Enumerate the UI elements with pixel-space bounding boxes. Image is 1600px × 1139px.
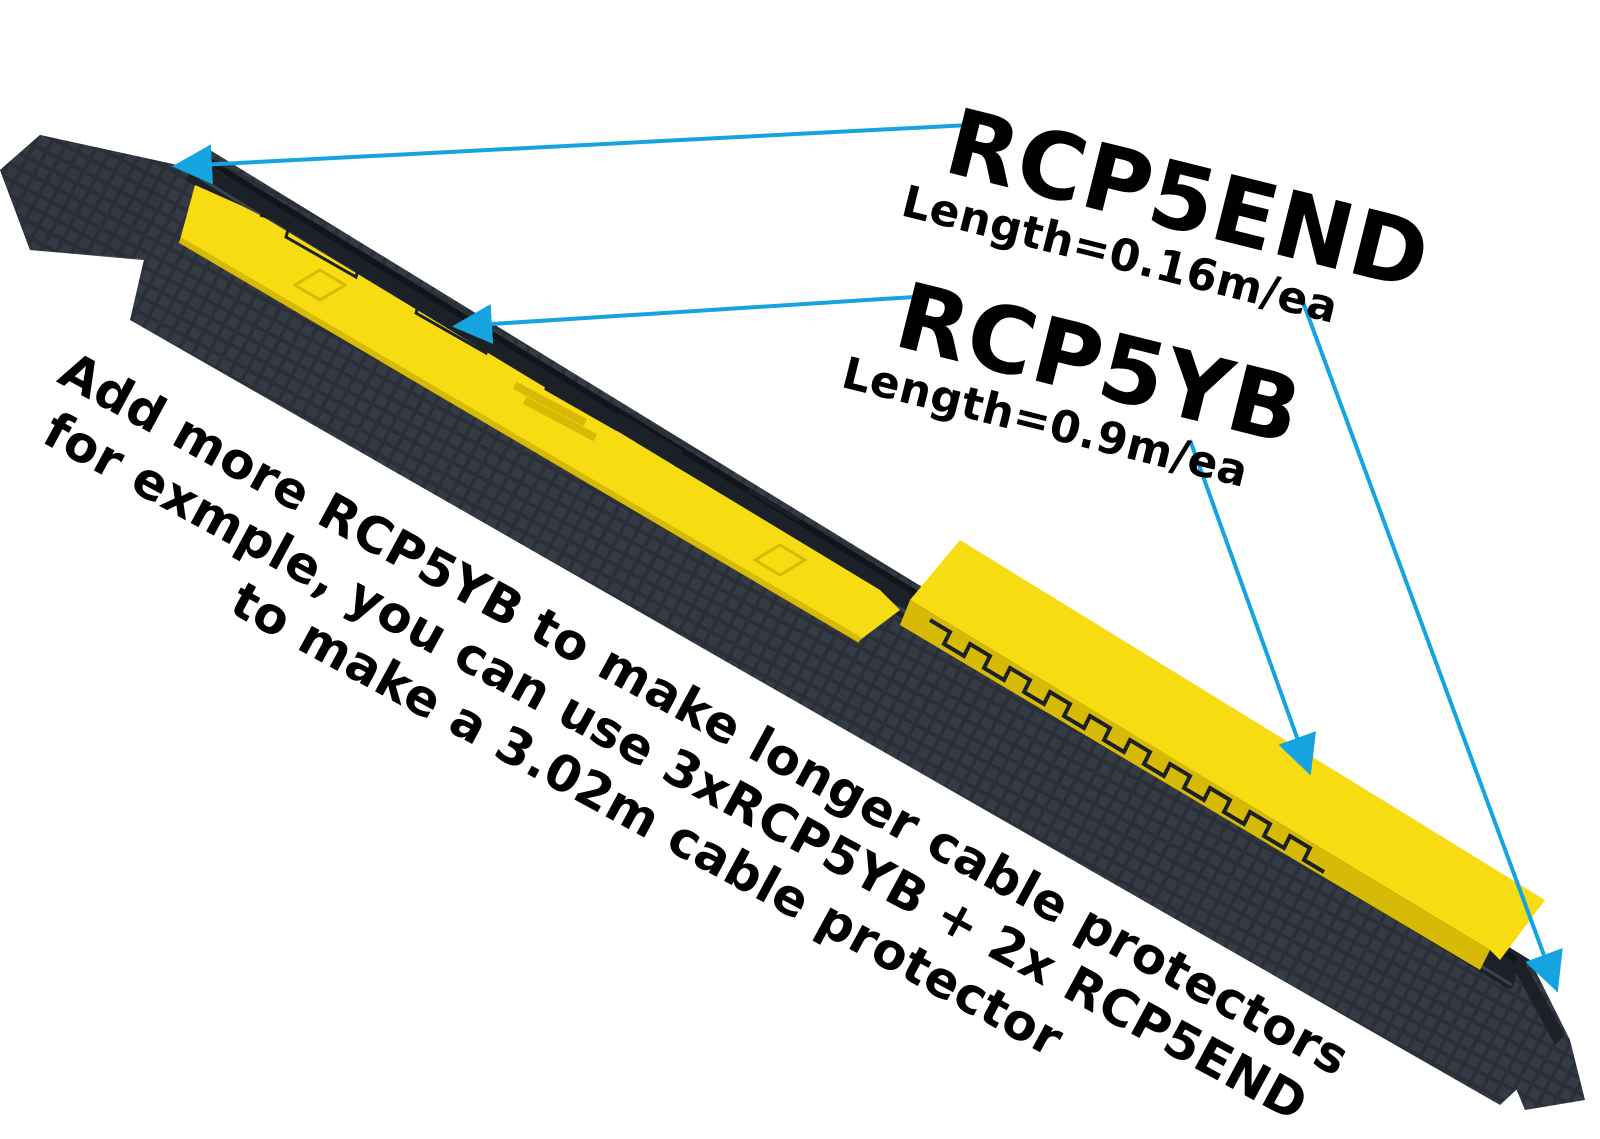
arrow-end-right [1301, 301, 1563, 993]
arrow-end-left [172, 123, 971, 185]
arrow-yb-left [452, 294, 931, 344]
yellow-lid-1 [178, 185, 900, 643]
arrow-yb-right [1188, 439, 1316, 776]
yellow-lid-2 [900, 540, 1545, 970]
end-cap-left [0, 135, 200, 262]
annotation-arrows [172, 123, 1563, 993]
